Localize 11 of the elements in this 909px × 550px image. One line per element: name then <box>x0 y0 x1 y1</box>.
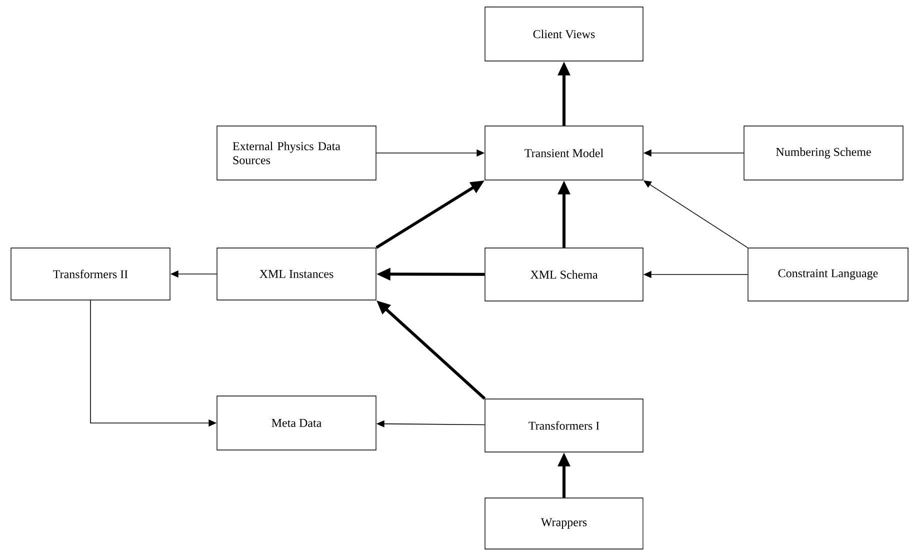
process-box: Client Views <box>484 6 644 62</box>
process-box: Transformers II <box>10 248 170 300</box>
process-box: Transformers I <box>484 398 644 452</box>
process-box: XML Instances <box>216 248 376 300</box>
process-box: External Physics Data Sources <box>216 126 376 180</box>
process-box: Meta Data <box>216 396 376 450</box>
process-box: XML Schema <box>484 248 644 302</box>
process-box: Transient Model <box>484 126 644 180</box>
process-box: Wrappers <box>484 498 644 550</box>
process-box: Numbering Scheme <box>744 126 904 180</box>
process-box: Constraint Language <box>748 248 908 302</box>
